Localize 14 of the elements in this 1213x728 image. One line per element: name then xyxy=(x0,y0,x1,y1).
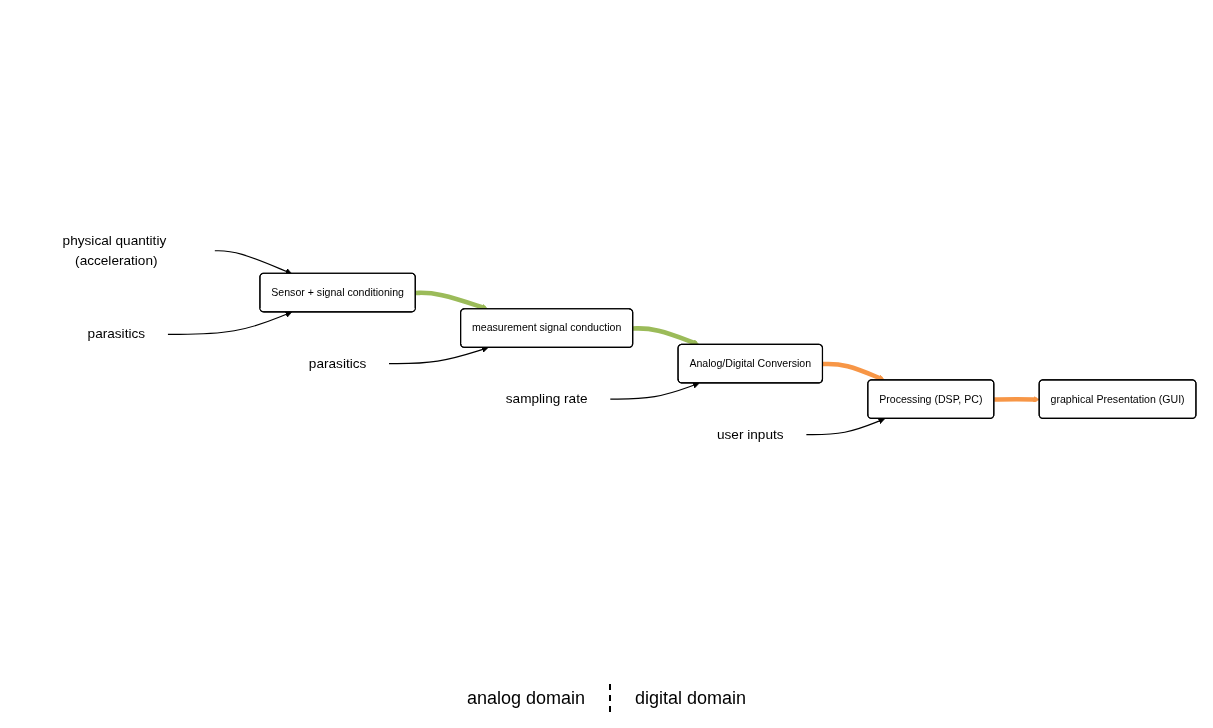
arrow xyxy=(805,418,885,436)
domain-label: digital domain xyxy=(634,687,748,709)
node-text: sampling rate xyxy=(505,391,587,407)
node-text: user inputs xyxy=(716,427,784,443)
node-text: parasitics xyxy=(308,356,366,372)
arrow xyxy=(387,346,488,365)
arrow xyxy=(822,362,885,382)
arrow xyxy=(166,311,292,336)
domain-label: analog domain xyxy=(465,687,586,709)
node-text: physical quantitiy (acceleration) xyxy=(62,233,166,269)
arrow xyxy=(415,290,488,311)
node-text: parasitics xyxy=(87,326,145,342)
arrow xyxy=(609,382,699,401)
arrow xyxy=(213,250,292,275)
